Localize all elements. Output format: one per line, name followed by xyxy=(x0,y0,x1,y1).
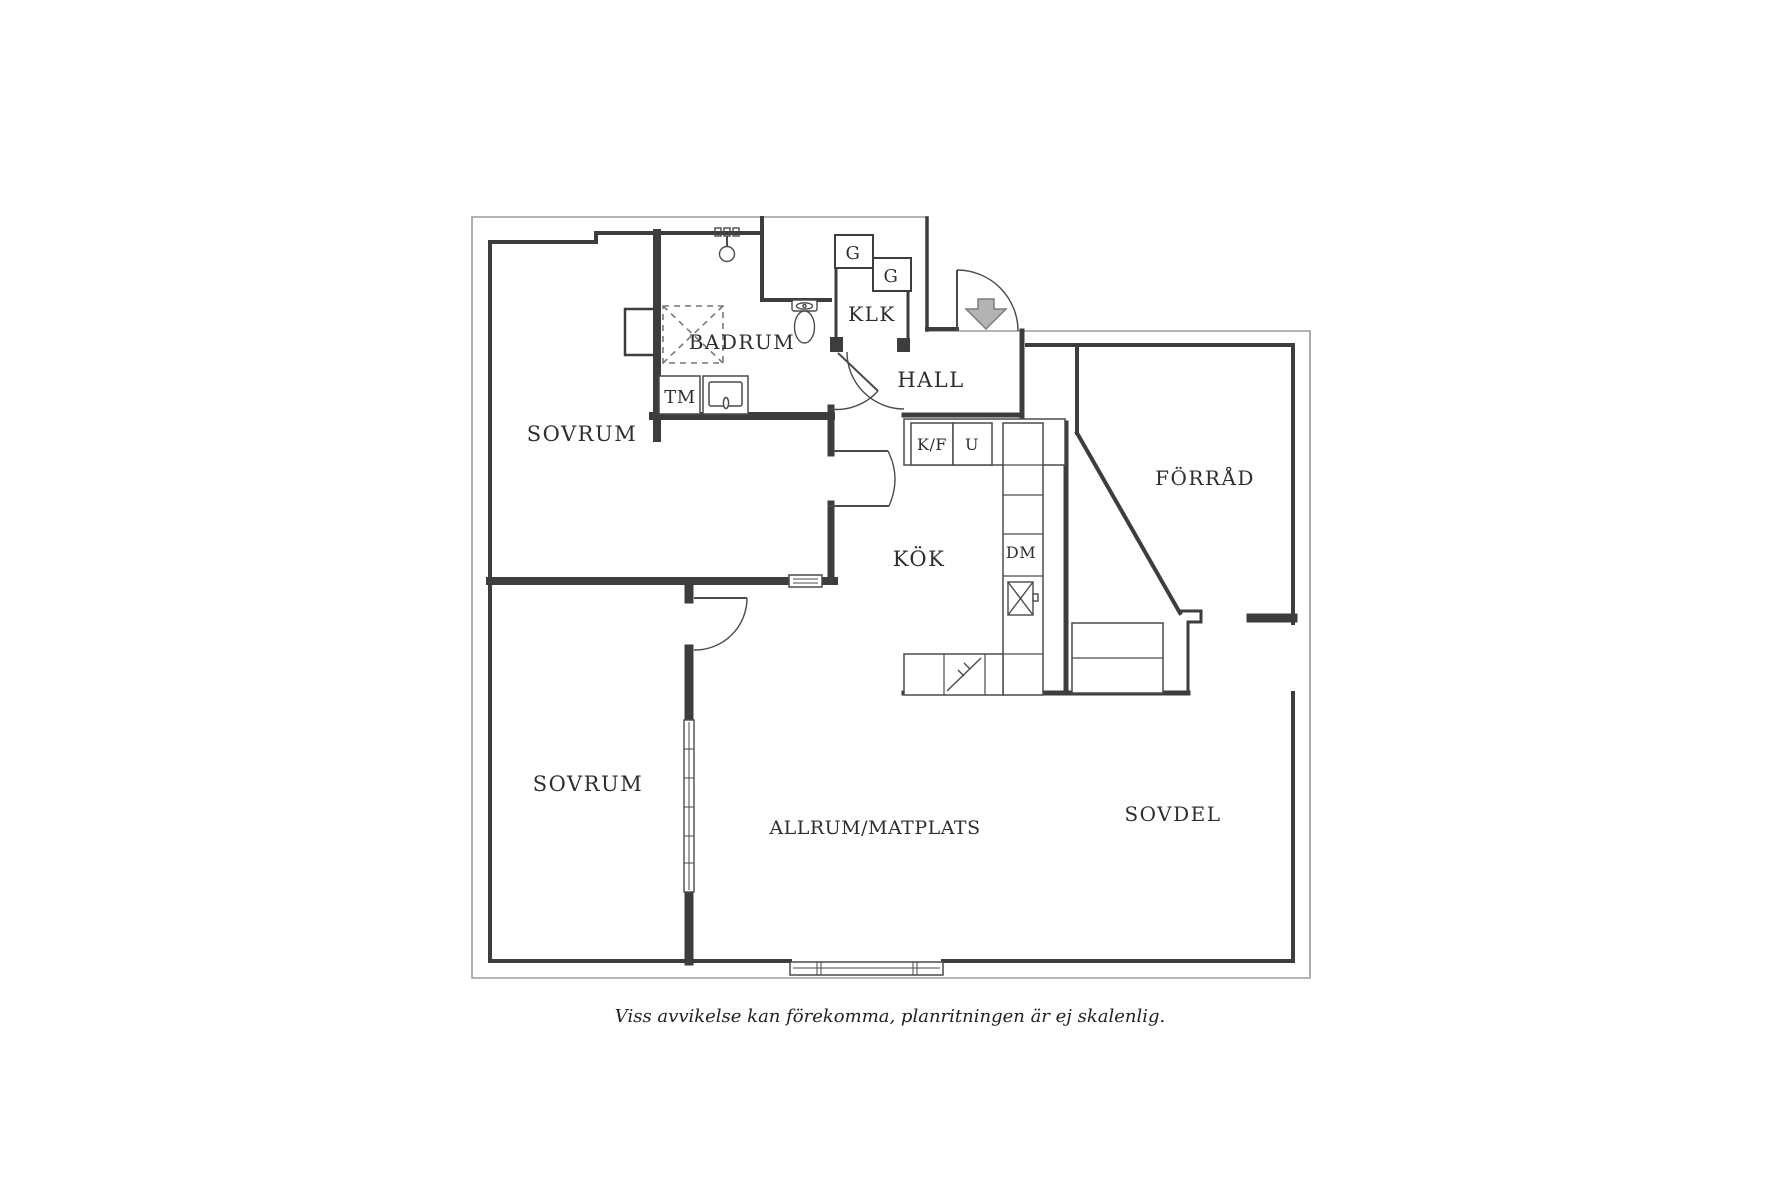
label-living-dining: ALLRUM/MATPLATS xyxy=(768,817,980,839)
bathroom-fixtures xyxy=(658,227,818,415)
bedroom-wall-vent xyxy=(788,574,823,588)
entry-door-arc xyxy=(956,269,1019,332)
entry-arrow-icon xyxy=(964,298,1008,331)
kitchen-fixtures xyxy=(903,418,1164,696)
label-fridge-freezer: K/F xyxy=(917,435,947,454)
oven-box xyxy=(952,422,993,466)
label-sleeping-area: SOVDEL xyxy=(1124,802,1221,826)
label-bedroom-bottom: SOVRUM xyxy=(533,772,643,796)
laundry-row xyxy=(658,375,749,415)
outer-boundary xyxy=(471,216,1311,979)
stove-icon xyxy=(1007,581,1039,616)
disclaimer-caption: Viss avvikelse kan förekomma, planritnin… xyxy=(615,1006,1165,1027)
bench-rows xyxy=(1071,622,1164,694)
walls xyxy=(486,216,1298,966)
shower-area xyxy=(662,305,724,364)
bedroom-top-door-arc xyxy=(887,450,896,507)
bathroom-door-arc xyxy=(828,390,879,411)
label-washing-machine: TM xyxy=(664,387,695,408)
counter-bottom-row xyxy=(903,653,1004,696)
sink-tap xyxy=(722,396,730,410)
bathroom-door-leaf xyxy=(837,352,879,392)
counter-column xyxy=(1002,422,1044,696)
doors xyxy=(693,269,1019,651)
bedroom-bottom-door-arc xyxy=(693,597,748,651)
labels: SOVRUM BADRUM KLK HALL G G TM K/F U KÖK … xyxy=(527,243,1255,839)
toilet-icon xyxy=(791,299,818,344)
klk-door-arc xyxy=(846,351,905,410)
wardrobe-1-box xyxy=(834,234,874,269)
washing-machine-box xyxy=(658,375,701,415)
label-kitchen: KÖK xyxy=(893,546,946,571)
glass-partition xyxy=(683,719,695,893)
wall-jambs xyxy=(684,337,910,892)
cabinet-diagonal xyxy=(946,657,982,692)
label-storage: FÖRRÅD xyxy=(1155,465,1255,490)
wardrobe-2-box xyxy=(872,257,912,292)
label-wardrobe-1: G xyxy=(846,243,861,264)
label-oven: U xyxy=(965,435,979,454)
label-wardrobe-2: G xyxy=(884,266,899,287)
label-bedroom-top: SOVRUM xyxy=(527,422,637,446)
wardrobes xyxy=(834,234,912,292)
label-hall: HALL xyxy=(897,368,964,392)
label-dishwasher: DM xyxy=(1006,543,1036,562)
living-room-window xyxy=(789,961,944,976)
label-bathroom: BADRUM xyxy=(689,330,796,354)
label-walk-in-closet: KLK xyxy=(848,302,896,326)
windows xyxy=(788,574,944,976)
shower-head-icon xyxy=(714,227,740,263)
